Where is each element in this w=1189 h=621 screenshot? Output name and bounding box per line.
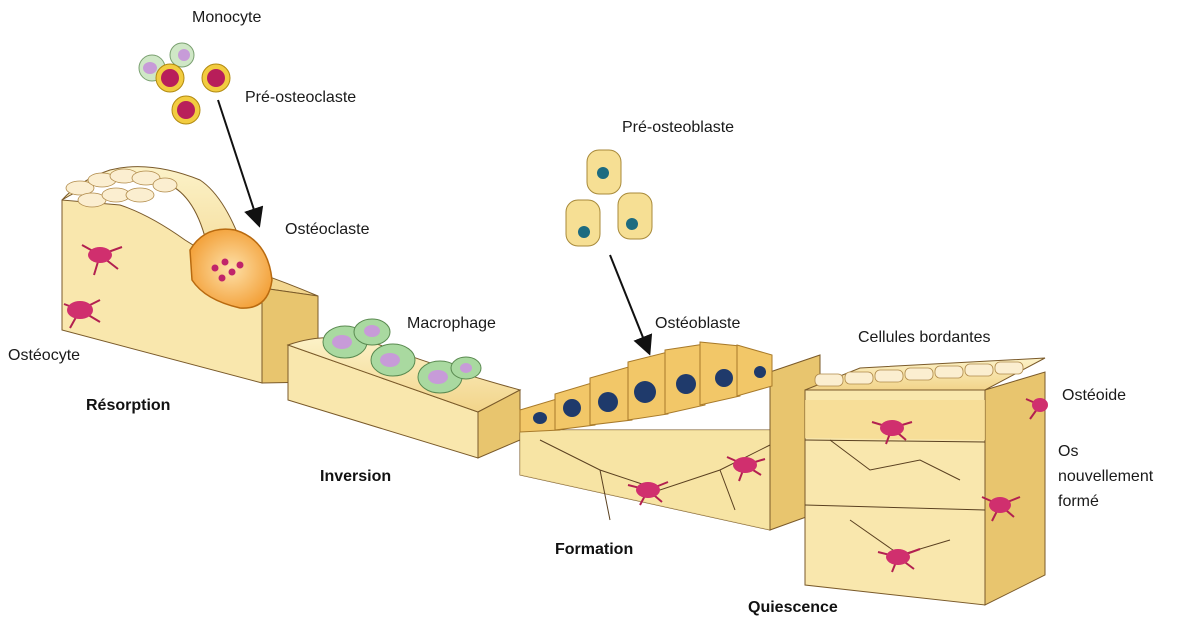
new-bone-label-line-3: formé (1058, 492, 1099, 512)
formation-block (520, 342, 820, 530)
macrophage-cell (354, 319, 390, 345)
quiescence-block (805, 358, 1048, 605)
pre-osteoclast-cells (156, 64, 230, 124)
pre-osteoblast-label: Pré-osteoblaste (622, 118, 734, 138)
resorption-block (62, 167, 318, 383)
pre-osteoclast-to-osteoclast-arrow (218, 100, 258, 222)
stage-resorption-label: Résorption (86, 396, 170, 416)
stage-formation-label: Formation (555, 540, 633, 560)
pre-osteoclast-label: Pré-osteoclaste (245, 88, 356, 108)
new-bone-label-line-1: Os (1058, 442, 1078, 462)
lining-cells-label: Cellules bordantes (858, 328, 991, 348)
macrophage-cell (451, 357, 481, 379)
inversion-block (288, 319, 520, 458)
stage-inversion-label: Inversion (320, 467, 391, 487)
monocyte-label: Monocyte (192, 8, 261, 28)
pre-osteoblast-to-osteoblast-arrow (610, 255, 648, 350)
macrophage-label: Macrophage (407, 314, 496, 334)
stage-quiescence-label: Quiescence (748, 598, 838, 618)
new-bone-label-line-2: nouvellement (1058, 467, 1153, 487)
macrophage-cell (371, 344, 415, 376)
osteoclast-label: Ostéoclaste (285, 220, 369, 240)
osteocyte-label: Ostéocyte (8, 346, 80, 366)
osteoblast-label: Ostéoblaste (655, 314, 740, 334)
osteoid-label: Ostéoide (1062, 386, 1126, 406)
